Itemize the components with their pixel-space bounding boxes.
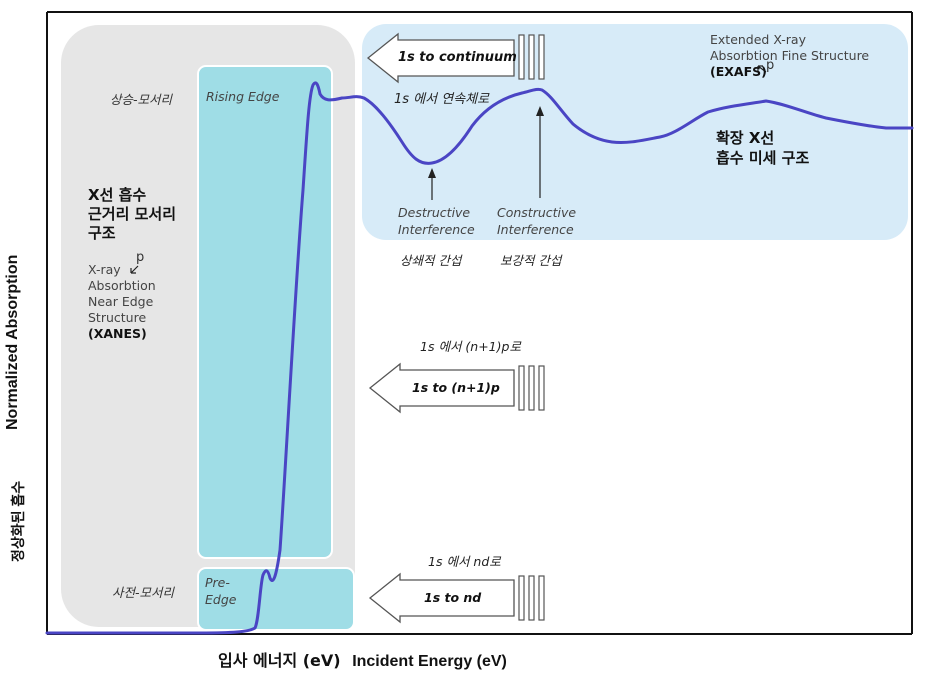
destructive-ko-label: 상쇄적 간섭 bbox=[400, 253, 462, 268]
rising-edge-ko-label: 상승-모서리 bbox=[110, 92, 173, 107]
exafs-en-title: Extended X-ray Absorbtion Fine Structure… bbox=[710, 32, 869, 80]
constructive-en-line-1: Constructive bbox=[497, 205, 577, 220]
y-axis-label-ko: 정상화된 흡수 bbox=[10, 480, 26, 562]
xanes-en-line-4: Structure bbox=[88, 310, 147, 325]
transition-np-label: 1s to (n+1)p bbox=[412, 380, 500, 395]
destructive-en-line-1: Destructive bbox=[398, 205, 471, 220]
xanes-en-line-1: X-ray bbox=[88, 262, 121, 277]
transition-arrow-np bbox=[368, 362, 545, 414]
pre-edge-ko-label: 사전-모서리 bbox=[112, 585, 175, 600]
xanes-ko-line-1: X선 흡수 bbox=[88, 186, 147, 204]
exafs-abbr: (EXAFS) bbox=[710, 64, 767, 79]
xanes-en-line-2: Absorbtion bbox=[88, 278, 156, 293]
xanes-ko-line-2: 근거리 모서리 bbox=[88, 205, 177, 223]
destructive-en-label: Destructive Interference bbox=[398, 204, 475, 238]
constructive-en-label: Constructive Interference bbox=[497, 204, 576, 238]
xanes-ko-line-3: 구조 bbox=[88, 224, 116, 242]
destructive-en-line-2: Interference bbox=[398, 222, 475, 237]
exafs-ko-line-2: 흡수 미세 구조 bbox=[716, 149, 810, 167]
transition-nd-ko: 1s 에서 nd로 bbox=[428, 554, 501, 569]
x-axis-label-ko: 입사 에너지 (eV) bbox=[218, 651, 341, 670]
transition-continuum-ko: 1s 에서 연속체로 bbox=[394, 92, 490, 107]
rising-edge-box bbox=[197, 65, 333, 559]
xanes-stray-mark: p bbox=[136, 250, 145, 265]
rising-edge-en-label: Rising Edge bbox=[206, 89, 280, 104]
x-axis-label-en: Incident Energy (eV) bbox=[352, 653, 507, 670]
xanes-abbr: (XANES) bbox=[88, 326, 147, 341]
x-axis-label: 입사 에너지 (eV) Incident Energy (eV) bbox=[218, 647, 507, 671]
exafs-stray-mark: p bbox=[766, 58, 775, 73]
y-axis-label-en: Normalized Absorption bbox=[4, 254, 21, 430]
exafs-region bbox=[362, 24, 908, 240]
pre-edge-en-label: Pre- Edge bbox=[205, 574, 236, 608]
transition-arrow-continuum bbox=[366, 32, 545, 84]
exafs-en-line-2: Absorbtion Fine Structure bbox=[710, 48, 870, 63]
xanes-en-line-3: Near Edge bbox=[88, 294, 154, 309]
xanes-stray-arrow bbox=[130, 265, 139, 274]
transition-arrow-nd bbox=[368, 572, 545, 624]
transition-np-ko: 1s 에서 (n+1)p로 bbox=[420, 339, 521, 354]
xanes-ko-title: X선 흡수 근거리 모서리 구조 bbox=[88, 186, 176, 243]
exafs-en-line-1: Extended X-ray bbox=[710, 32, 806, 47]
exafs-ko-line-1: 확장 X선 bbox=[716, 129, 775, 147]
pre-edge-en-line-2: Edge bbox=[205, 592, 237, 607]
pre-edge-en-line-1: Pre- bbox=[205, 575, 230, 590]
destructive-pointer-arrow bbox=[428, 168, 436, 200]
absorption-spectrum-curve bbox=[45, 81, 914, 635]
xanes-en-title: X-ray Absorbtion Near Edge Structure (XA… bbox=[88, 262, 156, 342]
constructive-en-line-2: Interference bbox=[497, 222, 574, 237]
exafs-ko-title: 확장 X선 흡수 미세 구조 bbox=[716, 128, 809, 168]
transition-continuum-label: 1s to continuum bbox=[398, 50, 517, 65]
transition-nd-label: 1s to nd bbox=[424, 590, 482, 605]
constructive-pointer-arrow bbox=[536, 106, 544, 198]
constructive-ko-label: 보강적 간섭 bbox=[500, 253, 562, 268]
exafs-stray-arrow bbox=[757, 65, 767, 73]
